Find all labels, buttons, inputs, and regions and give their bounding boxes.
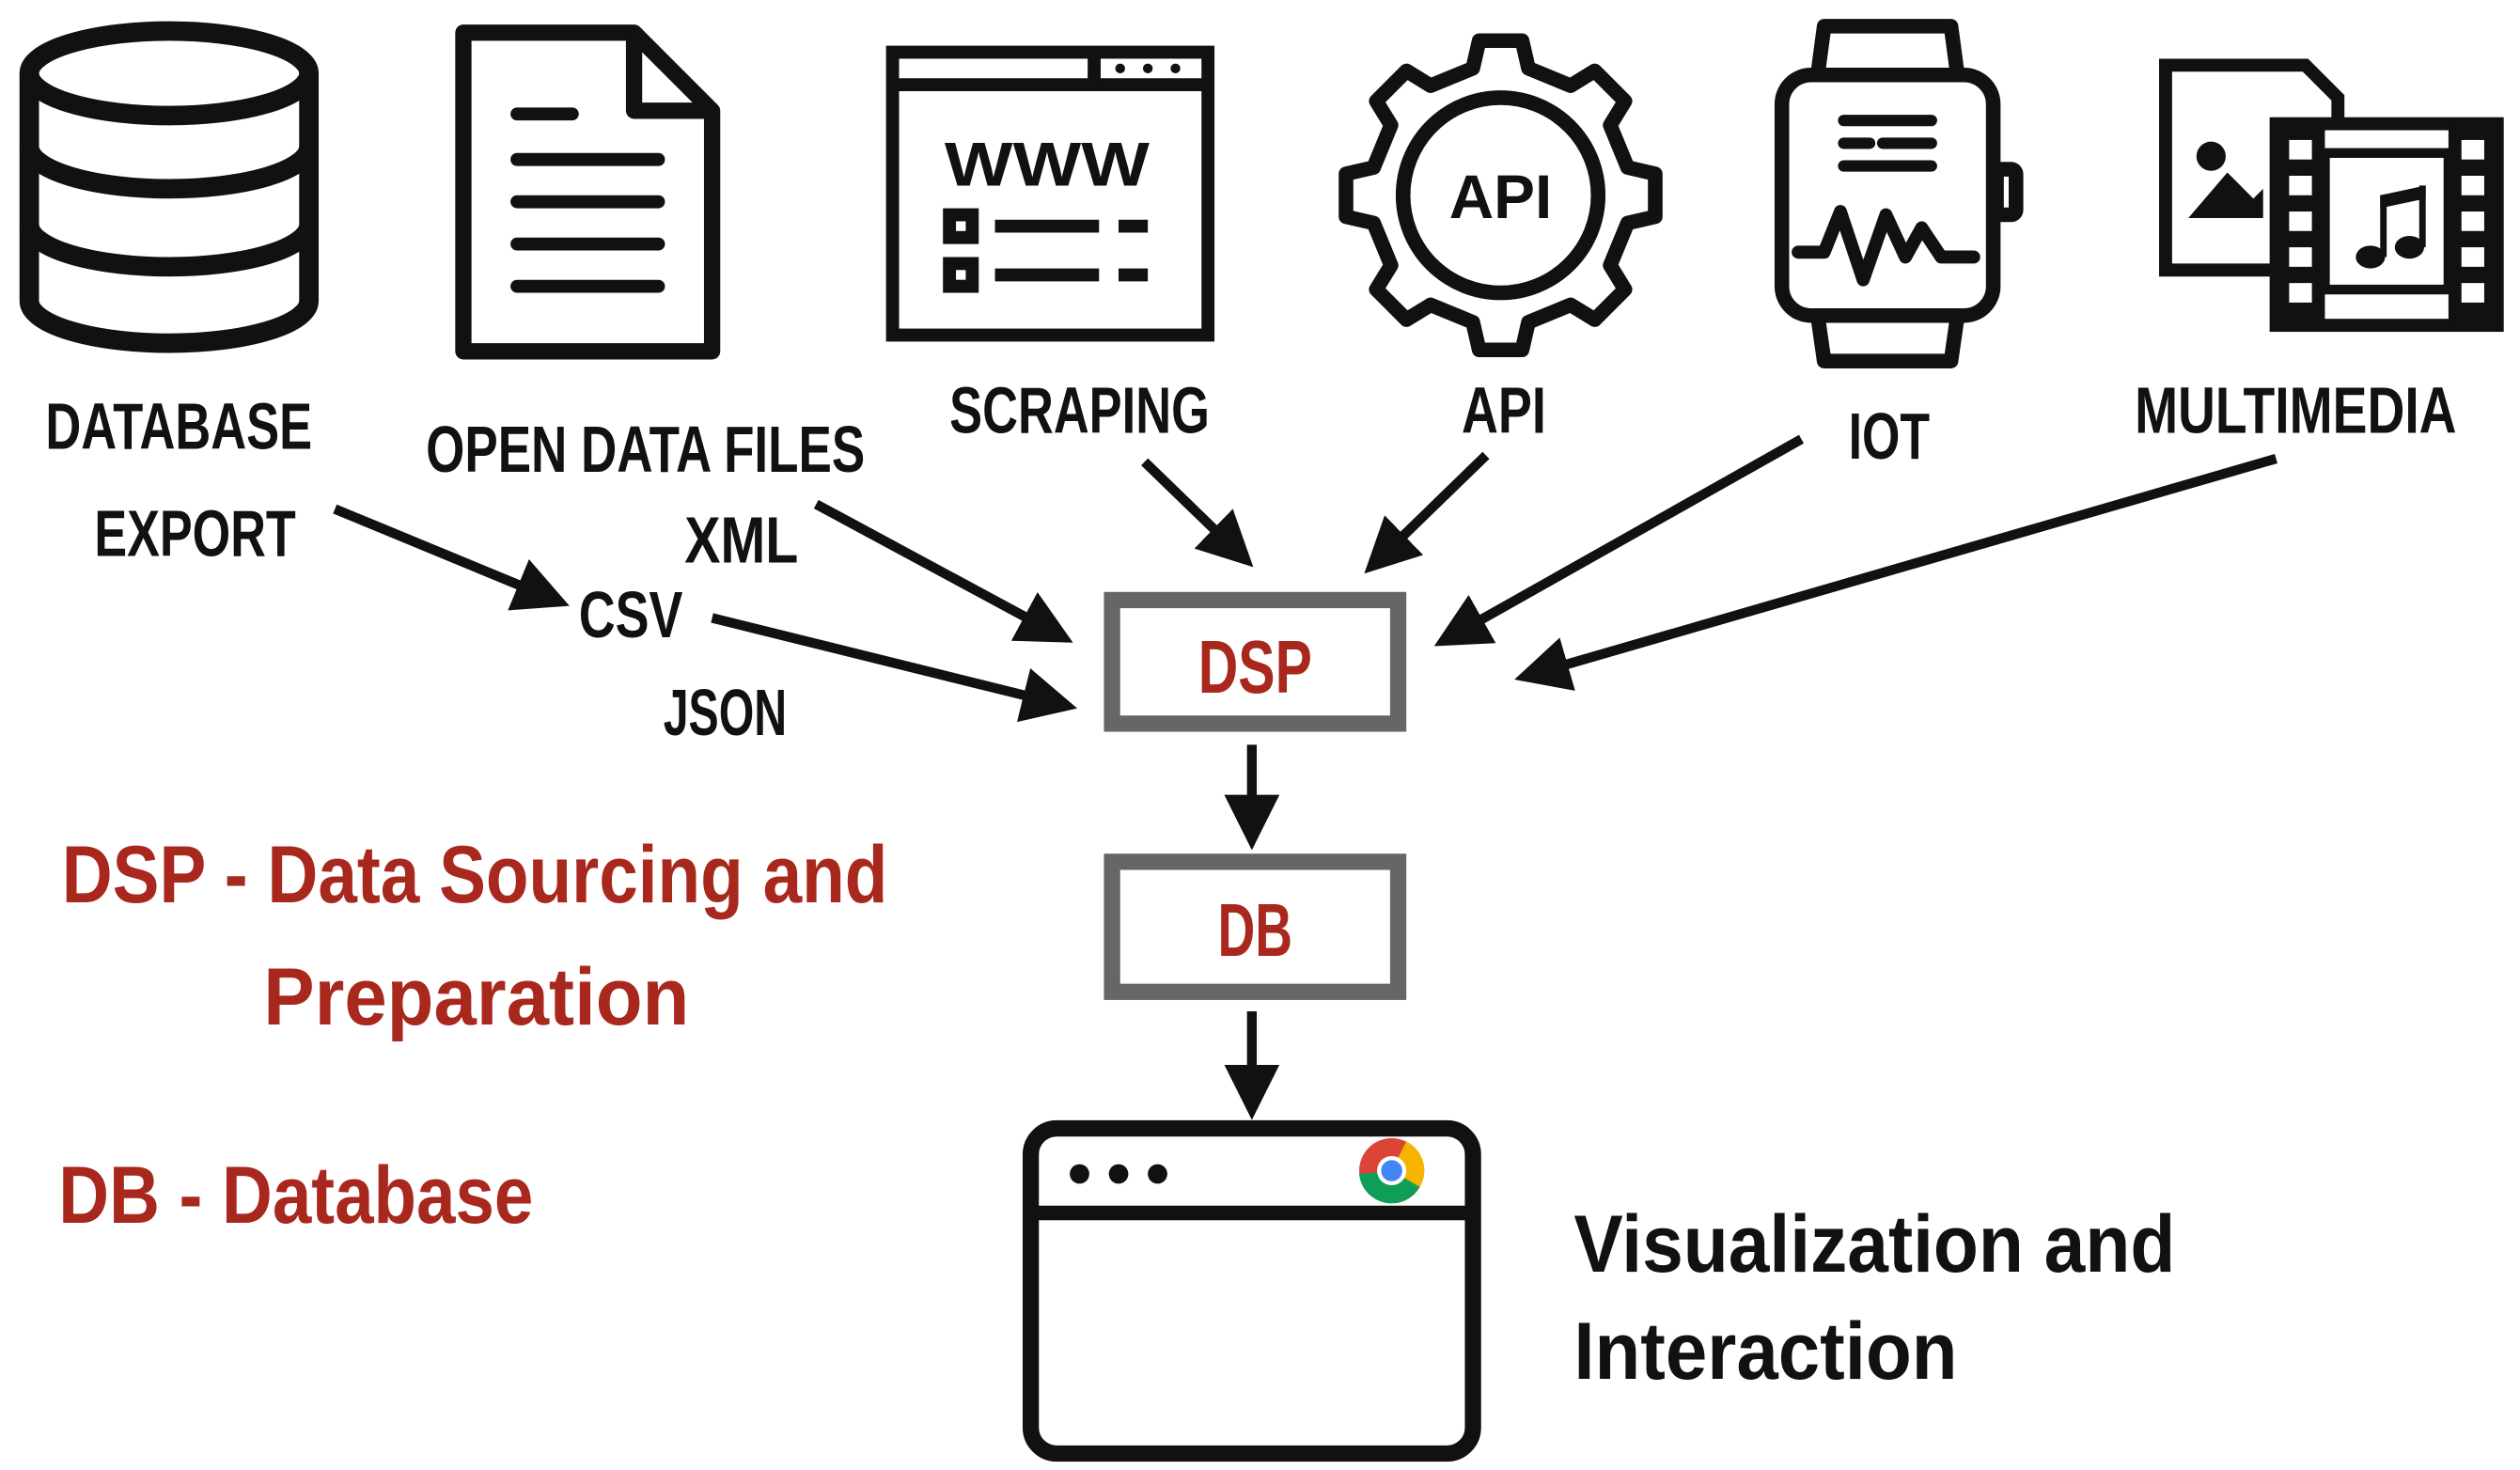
output-label: Visualization and Interaction xyxy=(1573,1199,2175,1397)
label-xml: XML xyxy=(684,504,798,577)
smartwatch-icon xyxy=(1774,19,2024,368)
api-gear-icon: API xyxy=(1338,33,1663,358)
flow-arrows xyxy=(333,434,2277,1120)
label-csv: CSV xyxy=(579,578,683,651)
chrome-logo-icon xyxy=(1359,1137,1425,1204)
dsp-label: DSP xyxy=(1198,625,1312,709)
www-icon-text: WWW xyxy=(945,130,1150,198)
arrow-scraping-to-dsp xyxy=(1141,458,1254,568)
api-icon-text: API xyxy=(1449,163,1553,231)
database-icon xyxy=(19,21,320,353)
web-page-icon: WWW xyxy=(885,45,1215,342)
arrow-api-to-dsp xyxy=(1364,451,1490,574)
arrow-database-to-csv xyxy=(333,504,570,611)
db-label: DB xyxy=(1218,888,1293,972)
label-open-data-files: OPEN DATA FILES xyxy=(426,413,865,486)
legend-db: DB - Database xyxy=(58,1150,533,1241)
dsp-node: DSP xyxy=(1103,591,1407,732)
document-icon xyxy=(455,24,721,360)
label-api: API xyxy=(1462,373,1546,446)
label-json: JSON xyxy=(664,676,787,749)
arrow-files-to-dsp xyxy=(813,499,1073,643)
label-database: DATABASE xyxy=(45,390,312,463)
source-labels: DATABASE EXPORT OPEN DATA FILES SCRAPING… xyxy=(45,373,2456,749)
arrow-csv-to-dsp xyxy=(711,613,1078,723)
output-line2: Interaction xyxy=(1573,1306,1957,1397)
browser-window-icon xyxy=(1022,1119,1481,1462)
legend: DSP - Data Sourcing and Preparation DB -… xyxy=(58,830,887,1241)
label-export: EXPORT xyxy=(94,497,295,571)
label-scraping: SCRAPING xyxy=(949,373,1210,446)
db-node: DB xyxy=(1103,853,1407,1000)
arrow-multimedia-to-dsp xyxy=(1514,453,2277,691)
legend-dsp-line2: Preparation xyxy=(263,952,689,1042)
arrow-iot-to-dsp xyxy=(1433,434,1805,647)
label-iot: IOT xyxy=(1849,399,1930,473)
label-multimedia: MULTIMEDIA xyxy=(2135,373,2456,446)
legend-dsp-line1: DSP - Data Sourcing and xyxy=(62,830,888,920)
multimedia-icon xyxy=(2159,58,2504,333)
output-line1: Visualization and xyxy=(1573,1199,2175,1290)
